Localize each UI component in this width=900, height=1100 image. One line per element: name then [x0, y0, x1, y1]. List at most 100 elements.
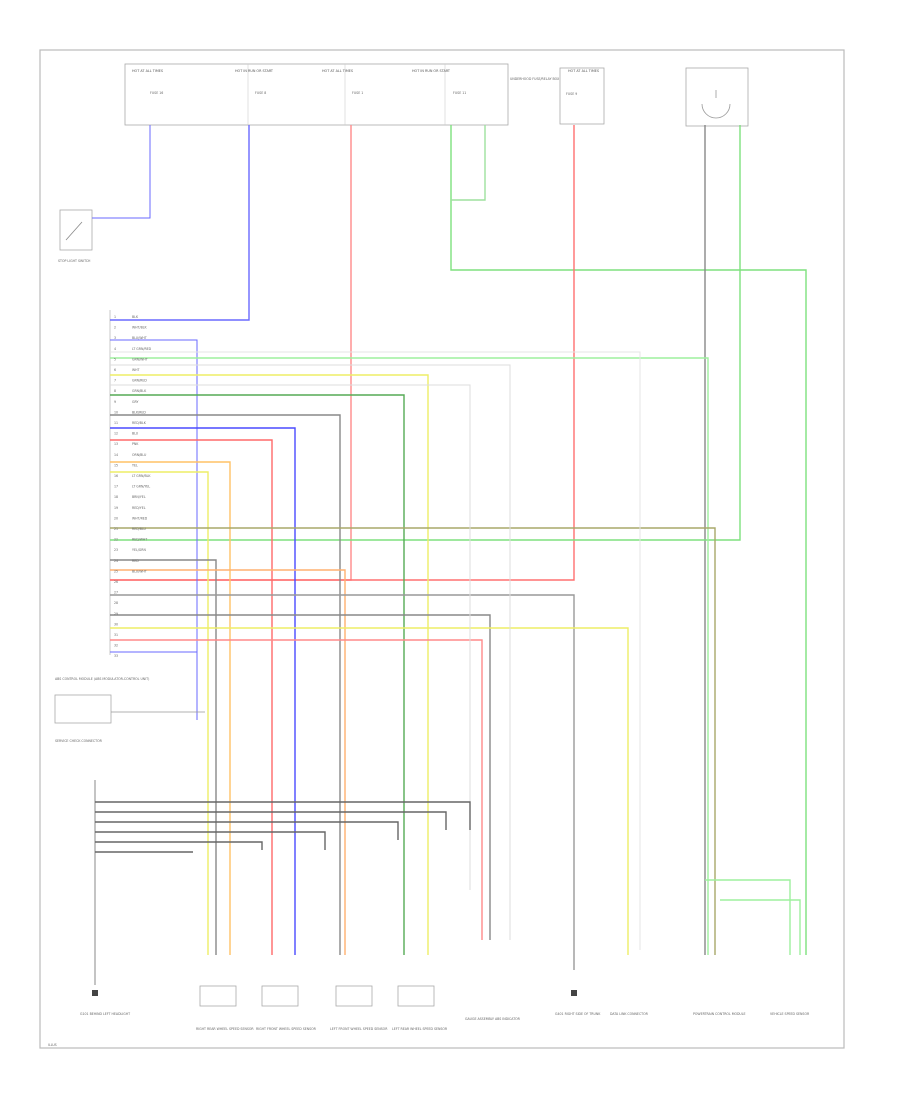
footer-label: ILLUS — [48, 1043, 57, 1047]
wire-color-label: BRN/YEL — [132, 495, 146, 499]
fuse-label-4: HOT IN RUN OR START — [412, 69, 451, 73]
fuse-sublabel-5: FUSE 9 — [566, 92, 577, 96]
abs-connector-column: ABS CONTROL MODULE (ABS MODULATOR-CONTRO… — [55, 310, 149, 681]
pin-number: 32 — [114, 644, 118, 648]
ground-left-label: G101 BEHIND LEFT HEADLIGHT — [80, 1012, 130, 1016]
pin-number: 7 — [114, 379, 116, 383]
pin-number: 33 — [114, 654, 118, 658]
pin-number: 31 — [114, 633, 118, 637]
pin-number: 9 — [114, 400, 116, 404]
check-connector-label: SERVICE CHECK CONNECTOR — [55, 739, 103, 743]
fuse-box-2: HOT AT ALL TIMES FUSE 9 — [559, 67, 605, 125]
sensor-rr — [199, 985, 237, 1007]
fuse-label-3: HOT AT ALL TIMES — [322, 69, 353, 73]
wire-color-label: YEL/GRN — [132, 548, 146, 552]
underhood-box-label: UNDERHOOD FUSE/RELAY BOX — [510, 77, 560, 81]
pin-number: 10 — [114, 410, 118, 414]
pin-number: 23 — [114, 548, 118, 552]
pin-number: 19 — [114, 506, 118, 510]
sensor-label-lr: LEFT REAR WHEEL SPEED SENSOR — [392, 1027, 448, 1031]
bottom-label-1: GAUGE ASSEMBLY ABS INDICATOR — [465, 1017, 521, 1021]
pin-number: 30 — [114, 622, 118, 626]
wire-color-label: RED/WHT — [132, 538, 147, 542]
wire-color-label: RED/BLU — [132, 527, 147, 531]
fuse-sublabel-3: FUSE 1 — [352, 91, 363, 95]
pin-number: 3 — [114, 336, 116, 340]
pin-number: 4 — [114, 347, 116, 351]
pin-number: 18 — [114, 495, 118, 499]
wire-color-label: BLK/RED — [132, 410, 146, 414]
fuse-sublabel-4: FUSE 11 — [453, 91, 466, 95]
wire-color-label: GRN/WHT — [132, 357, 148, 361]
pin-number: 1 — [114, 315, 116, 319]
service-check-connector: SERVICE CHECK CONNECTOR — [54, 694, 112, 743]
wire-color-label: WHT/RED — [132, 516, 148, 520]
pin-number: 25 — [114, 569, 118, 573]
wire-color-label: RED — [132, 559, 139, 563]
pin-number: 29 — [114, 612, 118, 616]
pin-number: 20 — [114, 516, 118, 520]
wire-color-label: GRY — [132, 400, 138, 404]
sensor-lf — [335, 985, 373, 1007]
fuse-label-2: HOT IN RUN OR START — [235, 69, 274, 73]
wires — [92, 125, 807, 985]
pin-number: 28 — [114, 601, 118, 605]
wheel-sensors: RIGHT REAR WHEEL SPEED SENSOR RIGHT FRON… — [196, 985, 448, 1031]
wire-color-label: ORN/BLU — [132, 453, 147, 457]
pin-number: 14 — [114, 453, 118, 457]
pin-number: 24 — [114, 559, 118, 563]
bottom-label-5: VEHICLE SPEED SENSOR — [770, 1012, 810, 1016]
pin-number: 16 — [114, 474, 118, 478]
grounds — [92, 990, 577, 996]
wire-color-label: WHT — [132, 368, 140, 372]
pin-number: 17 — [114, 485, 118, 489]
diagram-frame — [39, 49, 845, 1049]
sensor-label-rf: RIGHT FRONT WHEEL SPEED SENSOR — [256, 1027, 317, 1031]
wire-color-label: LT GRN/RED — [132, 347, 152, 351]
fuse-box: HOT AT ALL TIMES HOT IN RUN OR START HOT… — [124, 63, 560, 126]
fuse-sublabel-1: FUSE 16 — [150, 91, 163, 95]
bottom-label-4: POWERTRAIN CONTROL MODULE — [693, 1012, 746, 1016]
wire-color-label: RED/YEL — [132, 506, 146, 510]
pin-number: 2 — [114, 326, 116, 330]
sensor-label-rr: RIGHT REAR WHEEL SPEED SENSOR — [196, 1027, 254, 1031]
sensor-rf — [261, 985, 299, 1007]
pin-number: 22 — [114, 538, 118, 542]
wire-color-label: RED/BLK — [132, 421, 147, 425]
sensor-label-lf: LEFT FRONT WHEEL SPEED SENSOR — [330, 1027, 388, 1031]
bottom-label-2: G401 RIGHT SIDE OF TRUNK — [555, 1012, 601, 1016]
pin-number: 8 — [114, 389, 116, 393]
fuse-sublabel-2: FUSE 8 — [255, 91, 266, 95]
pin-number: 26 — [114, 580, 118, 584]
wire-color-label: GRN/RED — [132, 379, 147, 383]
stop-light-switch: STOP LIGHT SWITCH — [58, 209, 93, 263]
wire-color-label: YEL — [132, 463, 138, 467]
pin-number: 15 — [114, 463, 118, 467]
wire-color-label: GRN/BLK — [132, 389, 147, 393]
pin-number: 12 — [114, 432, 118, 436]
wire-color-label: PNK — [132, 442, 139, 446]
pin-number: 13 — [114, 442, 118, 446]
wire-color-label: BLU/WHT — [132, 569, 147, 573]
wire-color-label: BLK — [132, 315, 139, 319]
bottom-labels: G101 BEHIND LEFT HEADLIGHT GAUGE ASSEMBL… — [48, 1012, 810, 1047]
fuse-label-1: HOT AT ALL TIMES — [132, 69, 163, 73]
pin-number: 11 — [114, 421, 118, 425]
pin-number: 5 — [114, 357, 116, 361]
sensor-lr — [397, 985, 435, 1007]
fuse-label-5: HOT AT ALL TIMES — [568, 69, 599, 73]
wire-color-label: BLU — [132, 432, 139, 436]
pin-number: 27 — [114, 591, 118, 595]
stop-light-switch-label: STOP LIGHT SWITCH — [58, 259, 91, 263]
wire-color-label: WHT/BLK — [132, 326, 148, 330]
bottom-label-3: DATA LINK CONNECTOR — [610, 1012, 649, 1016]
top-right-box — [685, 67, 749, 127]
wire-color-label: LT GRN/YEL — [132, 485, 150, 489]
pin-number: 6 — [114, 368, 116, 372]
abs-module-label: ABS CONTROL MODULE (ABS MODULATOR-CONTRO… — [55, 677, 149, 681]
wire-color-label: BLU/WHT — [132, 336, 147, 340]
wire-color-label: LT GRN/BLK — [132, 474, 151, 478]
pin-number: 21 — [114, 527, 118, 531]
